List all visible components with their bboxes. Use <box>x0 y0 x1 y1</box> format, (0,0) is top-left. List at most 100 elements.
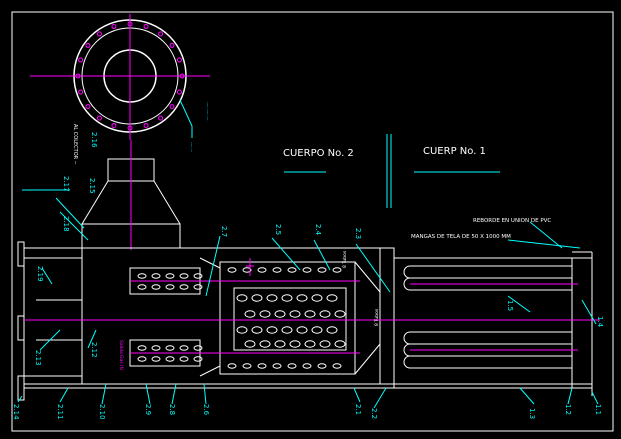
tube-hole <box>251 294 263 302</box>
tube-hole <box>332 363 342 369</box>
label-2-1: 2.1 <box>354 404 362 415</box>
bolt-hole <box>127 125 133 131</box>
label-2-13: 2.13 <box>34 350 42 366</box>
top-flange-view <box>30 14 210 140</box>
rotated-note-a: ---- ---- --- <box>205 102 210 121</box>
rotated-note-1: AL COLECTOR -- <box>72 124 78 165</box>
tube-hole <box>319 310 331 318</box>
tube-hole <box>137 273 147 279</box>
bolt-hole <box>169 42 175 48</box>
tube-hole <box>266 326 278 334</box>
tube-hole <box>272 267 282 273</box>
rotated-note-b: ---- -- <box>189 142 194 152</box>
tube-hole <box>227 363 237 369</box>
tube-hole <box>179 345 189 351</box>
tube-hole <box>326 294 338 302</box>
bolt-hole <box>78 57 84 63</box>
tube-hole <box>281 294 293 302</box>
label-2-15-top: 2.15 <box>88 178 96 194</box>
label-2-8: 2.8 <box>168 404 176 415</box>
label-2-3: 2.3 <box>354 228 362 239</box>
tube-hole <box>193 345 203 351</box>
label-2-14: 2.14 <box>12 404 20 420</box>
tube-hole <box>165 345 175 351</box>
hopper-cone <box>81 140 181 250</box>
main-body <box>17 241 593 401</box>
bolt-hole <box>111 122 117 128</box>
tube-hole <box>193 284 203 290</box>
bolt-hole <box>176 57 182 63</box>
tube-holes <box>137 267 346 369</box>
tube-hole <box>165 273 175 279</box>
tube-hole <box>236 326 248 334</box>
tube-hole <box>304 310 316 318</box>
bolt-hole <box>179 73 185 79</box>
label-2-10: 2.10 <box>98 404 106 420</box>
tube-hole <box>281 326 293 334</box>
bolt-hole <box>176 89 182 95</box>
title-cuerpo-1: CUERP No. 1 <box>423 146 486 157</box>
tube-hole <box>257 267 267 273</box>
tube-hole <box>251 326 263 334</box>
rotated-note-4: 8 Tubos <box>374 308 380 326</box>
note-reborde: REBORDE EN UNION DE PVC <box>473 218 551 224</box>
bolt-hole <box>143 24 149 30</box>
bolt-hole <box>75 73 81 79</box>
label-2-11: 2.11 <box>56 404 64 420</box>
bolt-hole <box>158 31 164 37</box>
label-2-19: 2.19 <box>36 266 44 282</box>
tube-hole <box>227 267 237 273</box>
tube-hole <box>266 294 278 302</box>
tube-hole <box>317 363 327 369</box>
tube-hole <box>311 326 323 334</box>
bolt-hole <box>78 89 84 95</box>
label-2-2: 2.2 <box>370 408 378 419</box>
tube-hole <box>193 356 203 362</box>
rotated-note-3: 8 Tubos <box>342 250 348 268</box>
bolt-hole <box>127 21 133 27</box>
label-2-6: 2.6 <box>202 404 210 416</box>
tube-hole <box>137 345 147 351</box>
bolt-hole <box>85 104 91 110</box>
drawing-border <box>11 11 614 432</box>
label-2-4: 2.4 <box>314 224 322 236</box>
label-2-12: 2.12 <box>90 342 98 358</box>
tube-hole <box>193 273 203 279</box>
label-1-3: 1.3 <box>528 408 536 419</box>
tube-hole <box>179 356 189 362</box>
tube-hole <box>302 363 312 369</box>
label-1-2: 1.2 <box>564 404 572 415</box>
tube-hole <box>287 363 297 369</box>
label-2-16: 2.16 <box>90 132 98 148</box>
bolt-hole <box>169 104 175 110</box>
tube-hole <box>287 267 297 273</box>
note-mangas: MANGAS DE TELA DE 50 X 1000 MM <box>411 234 511 240</box>
tube-hole <box>244 310 256 318</box>
bolt-hole <box>158 115 164 121</box>
label-1-1: 1.1 <box>594 404 602 415</box>
centerlines <box>24 258 600 354</box>
label-2-9: 2.9 <box>144 404 152 415</box>
tube-hole <box>302 267 312 273</box>
title-cuerpo-2: CUERPO No. 2 <box>283 148 354 159</box>
tube-hole <box>179 284 189 290</box>
tube-hole <box>259 310 271 318</box>
tube-hole <box>151 273 161 279</box>
tube-hole <box>334 340 346 348</box>
tube-hole <box>137 284 147 290</box>
rotated-note-2: Salida Gas IN <box>118 340 124 370</box>
bolt-hole <box>96 31 102 37</box>
tube-hole <box>257 363 267 369</box>
tube-hole <box>151 284 161 290</box>
tube-hole <box>319 340 331 348</box>
tube-hole <box>274 340 286 348</box>
tube-hole <box>236 294 248 302</box>
tube-hole <box>289 340 301 348</box>
tube-hole <box>179 273 189 279</box>
tube-hole <box>289 310 301 318</box>
bolt-hole <box>96 115 102 121</box>
tube-hole <box>296 326 308 334</box>
tube-hole <box>259 340 271 348</box>
tube-hole <box>165 284 175 290</box>
